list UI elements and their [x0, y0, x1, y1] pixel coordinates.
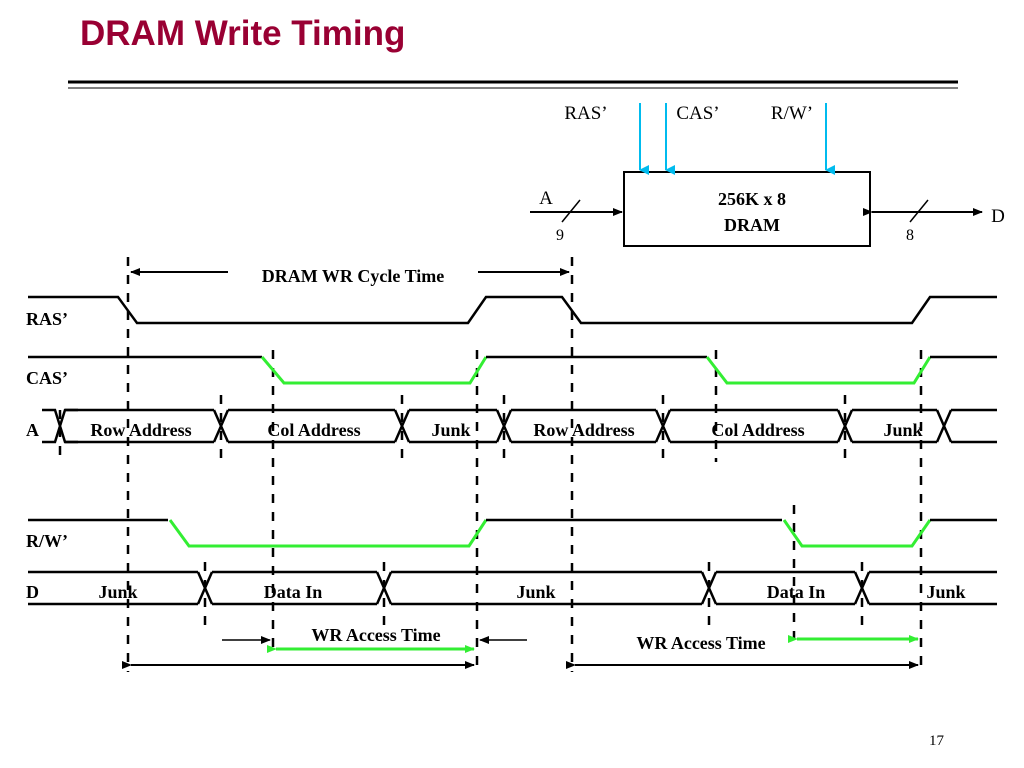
data-bus-lines: [28, 570, 997, 606]
dram-block-label-line1: 256K x 8: [718, 189, 786, 209]
rw-input-label: R/W’: [771, 103, 813, 124]
address-width-label: 9: [556, 227, 564, 244]
ras-waveform: [28, 295, 997, 325]
title-divider: [68, 80, 958, 89]
dram-block-label-line2: DRAM: [724, 215, 780, 235]
data-in-2: Data In: [767, 582, 826, 602]
ras-signal-label: RAS’: [26, 309, 68, 329]
data-signal: D Junk Data In Junk Data In Junk: [26, 570, 997, 606]
data-bus-label: D: [991, 206, 1005, 227]
dram-box: [623, 171, 871, 247]
addr-col-address-1: Col Address: [267, 420, 360, 440]
access-time-annotation-2: WR Access Time: [636, 633, 919, 653]
ras-signal: RAS’: [26, 295, 997, 329]
slide-title: DRAM Write Timing: [80, 14, 406, 53]
cycle-time-label: DRAM WR Cycle Time: [262, 266, 444, 286]
address-bus-label: A: [539, 188, 553, 209]
cas-signal: CAS’: [26, 355, 997, 388]
address-bus-lines: [42, 408, 997, 444]
addr-row-address-2: Row Address: [533, 420, 634, 440]
cas-signal-label: CAS’: [26, 368, 68, 388]
access-time-2-label: WR Access Time: [636, 633, 765, 653]
access-time-1-label: WR Access Time: [311, 625, 440, 645]
addr-junk-2: Junk: [883, 420, 922, 440]
data-in-1: Data In: [264, 582, 323, 602]
access-time-annotation-1: WR Access Time: [222, 625, 527, 653]
rw-signal-label: R/W’: [26, 531, 68, 551]
addr-col-address-2: Col Address: [711, 420, 804, 440]
address-signal-label: A: [26, 420, 39, 440]
addr-junk-1: Junk: [431, 420, 470, 440]
rw-active-low-2: [782, 519, 932, 548]
data-junk-3: Junk: [926, 582, 965, 602]
data-width-slash: [909, 199, 929, 223]
dram-block: 256K x 8 DRAM RAS’ CAS’ R/W’ A 9 8 D: [530, 103, 1005, 247]
ras-input-label: RAS’: [564, 103, 607, 124]
data-junk-1: Junk: [98, 582, 137, 602]
rw-signal: R/W’: [26, 518, 997, 551]
data-junk-2: Junk: [516, 582, 555, 602]
cycle-time-annotation: DRAM WR Cycle Time: [130, 266, 570, 286]
timing-guides: [58, 257, 923, 672]
rw-active-low-1: [168, 519, 488, 548]
addr-row-address-1: Row Address: [90, 420, 191, 440]
cas-active-low-1: [260, 356, 488, 385]
data-signal-label: D: [26, 582, 39, 602]
cas-active-low-2: [705, 356, 932, 385]
address-width-slash: [561, 199, 581, 223]
address-signal: A Row Address Col Address Junk Row Addre…: [26, 408, 997, 444]
cas-input-label: CAS’: [676, 103, 719, 124]
data-width-label: 8: [906, 227, 914, 244]
page-number: 17: [929, 733, 944, 749]
